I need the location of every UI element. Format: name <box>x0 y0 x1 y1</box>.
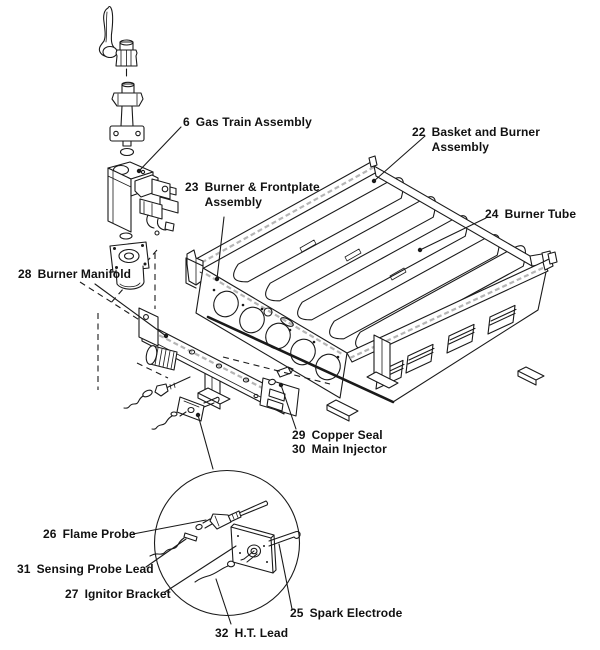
gas-train-assembly-drawing <box>98 5 179 290</box>
ht-lead-icon <box>194 560 236 583</box>
copper-seal-icon <box>268 378 276 386</box>
part-number: 30 <box>292 442 306 456</box>
union-fitting <box>109 81 145 157</box>
part-name: Flame Probe <box>62 527 136 541</box>
back-rail <box>186 155 378 286</box>
injector-bracket <box>259 377 300 417</box>
ball-valve-body <box>115 39 138 77</box>
label-basket-and-burner-assembly: 22 Basket and Burner Assembly <box>412 125 600 155</box>
label-flame-probe: 26 Flame Probe <box>43 527 136 542</box>
part-name: Ignitor Bracket <box>84 587 171 601</box>
outlet-flange <box>109 232 150 290</box>
part-name: Gas Train Assembly <box>195 115 312 129</box>
label-spark-electrode: 25 Spark Electrode <box>290 606 402 621</box>
frontplate-bottom-edge <box>206 315 395 404</box>
label-main-injector: 30 Main Injector <box>292 442 387 457</box>
part-name: Burner Manifold <box>37 267 132 281</box>
part-number: 28 <box>18 267 32 281</box>
part-number: 23 <box>185 180 199 194</box>
part-name: Spark Electrode <box>309 606 403 620</box>
detail-circle-view <box>149 469 301 617</box>
part-name: Burner & Frontplate Assembly <box>204 180 320 209</box>
main-injector-icon <box>276 366 294 378</box>
part-number: 24 <box>485 207 499 221</box>
part-number: 31 <box>17 562 31 576</box>
ball-valve-handle-icon <box>98 5 118 59</box>
label-copper-seal: 29 Copper Seal <box>292 428 383 443</box>
part-number: 29 <box>292 428 306 442</box>
gas-valve-block <box>107 161 179 236</box>
part-number: 26 <box>43 527 57 541</box>
label-gas-train-assembly: 6 Gas Train Assembly <box>183 115 312 130</box>
part-number: 27 <box>65 587 79 601</box>
part-number: 25 <box>290 606 304 620</box>
part-number: 32 <box>215 626 229 640</box>
manifold-boss <box>145 345 178 371</box>
burner-manifold-drawing <box>138 307 300 417</box>
part-name: Copper Seal <box>311 428 383 442</box>
flame-probe-icon <box>195 500 269 531</box>
frontplate <box>185 257 348 399</box>
part-name: H.T. Lead <box>234 626 289 640</box>
part-name: Main Injector <box>311 442 387 456</box>
label-burner-tube: 24 Burner Tube <box>485 207 576 222</box>
part-number: 22 <box>412 125 426 139</box>
label-sensing-probe-lead: 31 Sensing Probe Lead <box>17 562 154 577</box>
side-panel <box>375 271 547 403</box>
o-ring-icon <box>119 147 135 157</box>
leader-lines <box>94 126 487 625</box>
label-burner-frontplate-assembly: 23 Burner & Frontplate Assembly <box>185 180 320 210</box>
part-number: 6 <box>183 115 190 129</box>
basket-and-burner-assembly-drawing <box>185 155 558 422</box>
label-ht-lead: 32 H.T. Lead <box>215 626 288 641</box>
part-name: Sensing Probe Lead <box>36 562 154 576</box>
label-burner-manifold: 28 Burner Manifold <box>18 267 131 282</box>
label-ignitor-bracket: 27 Ignitor Bracket <box>65 587 171 602</box>
burner-tubes <box>233 177 526 351</box>
vent-louvers <box>375 304 517 390</box>
part-name: Burner Tube <box>504 207 577 221</box>
hidden-edges-dashed <box>136 356 331 385</box>
spark-electrode-icon <box>240 531 301 563</box>
part-name: Basket and Burner Assembly <box>431 125 540 154</box>
